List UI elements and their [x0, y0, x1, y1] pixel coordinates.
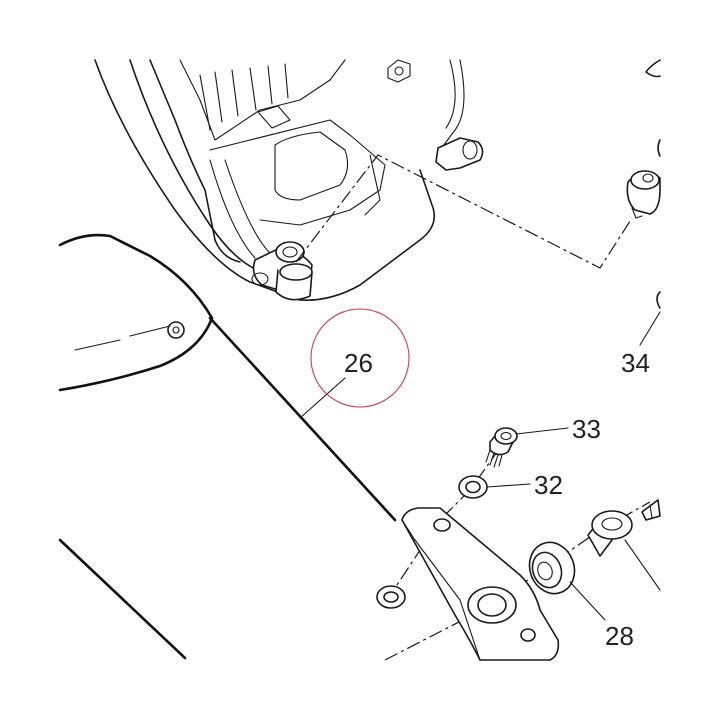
mounting-bracket: [401, 507, 560, 661]
leader-28: [569, 581, 606, 621]
grommet-34: [626, 59, 661, 309]
right-bracket: [435, 137, 484, 171]
assembly-line-grommet: [295, 154, 633, 269]
leader-right-part: [624, 539, 661, 591]
body-washer: [376, 585, 406, 609]
callout-28: 28: [605, 621, 634, 651]
highlight-circle: [310, 308, 410, 408]
upper-housing: [94, 59, 465, 302]
housing-mount-boss: [251, 241, 313, 301]
sleeve-bolt: [587, 499, 661, 557]
spacer-ring-28: [528, 541, 576, 595]
callout-33: 33: [572, 414, 601, 444]
washer-32: [458, 475, 488, 499]
callout-34: 34: [621, 348, 650, 378]
leader-33: [515, 427, 569, 435]
screw-33: [485, 427, 518, 468]
leader-32: [486, 483, 531, 488]
callout-32: 32: [534, 470, 563, 500]
leader-26: [299, 377, 346, 419]
assembly-line-screw: [386, 451, 498, 601]
leader-34: [639, 311, 661, 346]
heat-shield: [58, 233, 397, 660]
callout-26: 26: [344, 348, 373, 378]
